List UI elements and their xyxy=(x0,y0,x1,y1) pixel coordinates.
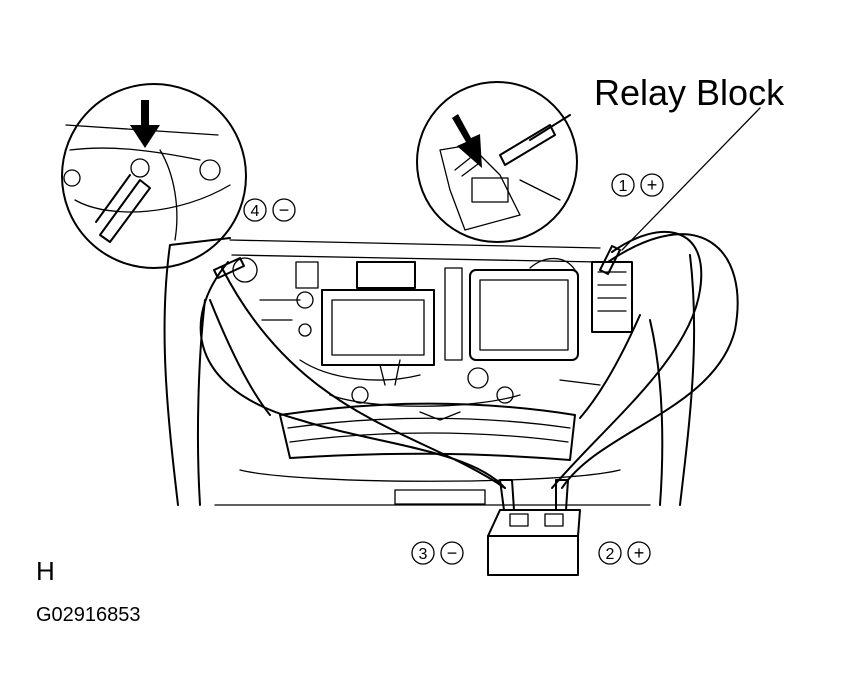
marker-1-positive: 1 + xyxy=(611,173,664,197)
svg-text:1: 1 xyxy=(619,178,628,195)
front-grille xyxy=(279,402,576,505)
marker-2-positive: 2 + xyxy=(598,541,651,565)
clamp-relay xyxy=(599,245,621,275)
corner-letter: H xyxy=(36,556,55,586)
positive-cable xyxy=(561,233,739,489)
svg-text:+: + xyxy=(647,175,658,195)
engine-bay xyxy=(232,257,601,407)
inset-ground-point xyxy=(61,83,247,269)
relay-block-label: Relay Block xyxy=(594,72,785,113)
booster-battery xyxy=(487,479,581,576)
jumper-cables xyxy=(199,231,739,489)
svg-text:4: 4 xyxy=(251,203,260,220)
inset-relay-terminal xyxy=(416,81,578,243)
marker-4-negative: 4 − xyxy=(243,198,296,222)
figure-code: G02916853 xyxy=(36,604,141,626)
svg-text:−: − xyxy=(279,200,290,220)
relay-block xyxy=(591,261,633,333)
arrow-down-icon xyxy=(452,114,482,168)
positive-cable-return xyxy=(551,231,703,489)
arrow-down-icon xyxy=(130,100,160,148)
svg-text:3: 3 xyxy=(419,546,428,563)
engine-component xyxy=(469,269,579,361)
svg-text:−: − xyxy=(447,543,458,563)
svg-text:2: 2 xyxy=(606,546,615,563)
air-cleaner-box xyxy=(321,289,435,366)
car-body xyxy=(163,237,696,506)
marker-3-negative: 3 − xyxy=(411,541,464,565)
relay-block-leader-line xyxy=(621,107,761,251)
negative-cable-return xyxy=(221,267,506,489)
svg-text:+: + xyxy=(634,543,645,563)
clamp-ground xyxy=(213,257,245,279)
fuse-cover xyxy=(356,261,416,289)
